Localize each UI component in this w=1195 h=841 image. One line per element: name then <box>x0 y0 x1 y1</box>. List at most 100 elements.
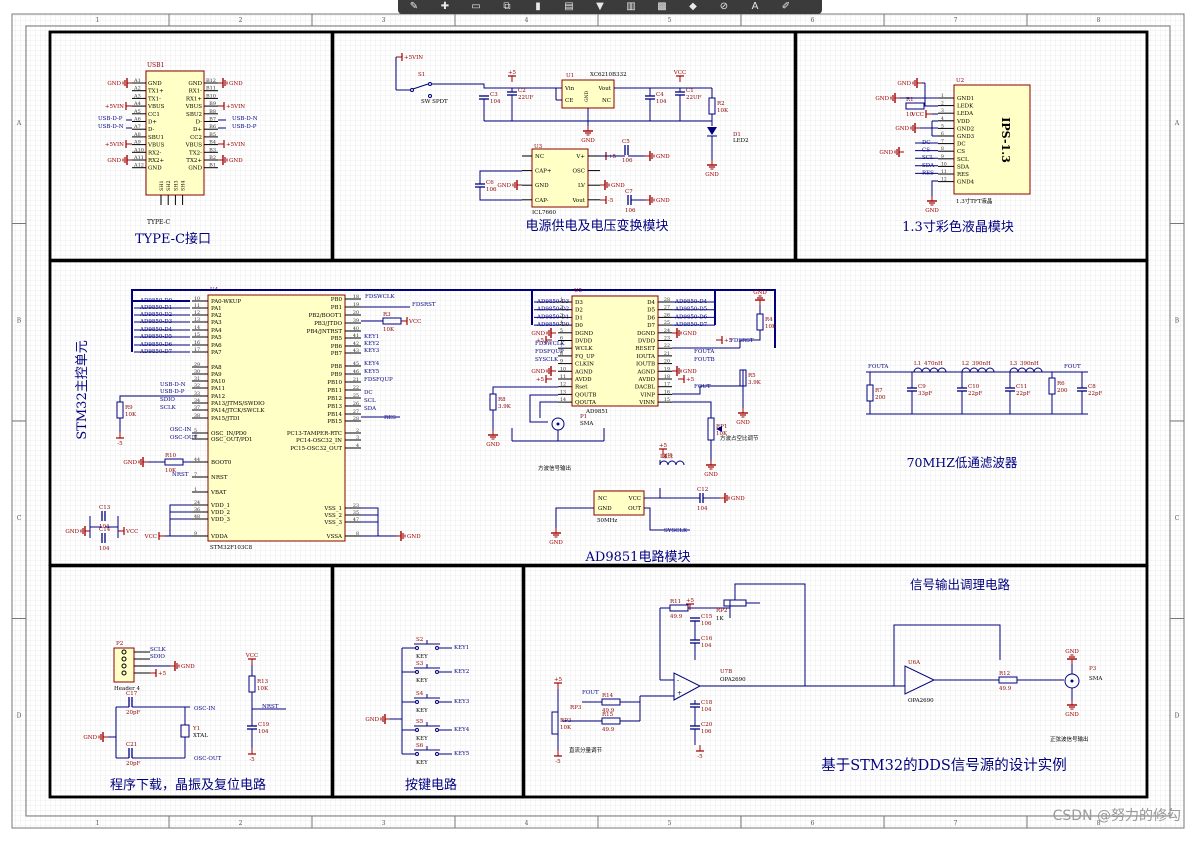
capacitor-ref: C12 <box>697 487 708 493</box>
capacitor-ref: C11 <box>1016 384 1027 390</box>
pin-number: 8 <box>941 146 944 152</box>
ground-label: GND <box>229 81 243 87</box>
pin-number: A1 <box>133 78 141 84</box>
toolbar: ✎ ✚ ▭ ⧉ ▮ ▤ ▼ ▥ ▩ ◆ ⊘ A ✐ <box>398 0 822 14</box>
text-frame-icon[interactable]: ▤ <box>563 1 575 12</box>
pin-name: VBAT <box>210 490 227 496</box>
pin-number: 24 <box>194 500 200 506</box>
copy-icon[interactable]: ⧉ <box>501 1 513 12</box>
part-value-rp2: 1K <box>716 616 724 622</box>
power-label: VCC <box>408 319 421 325</box>
capacitor-value: 104 <box>701 707 712 713</box>
capacitor-value: 104 <box>697 506 708 512</box>
pin-name: CC2 <box>190 135 202 141</box>
resistor-ref: R9 <box>125 405 133 411</box>
ground-label: GND <box>181 664 195 670</box>
resistor-value: 10K <box>765 324 777 330</box>
shape-icon[interactable]: ◆ <box>687 1 699 12</box>
ground-label: GND <box>895 126 909 132</box>
net-label: OSC-OUT <box>170 435 197 441</box>
net-label: USB-D-P <box>160 389 185 395</box>
pin-name: DVDD <box>575 339 593 345</box>
power-label: +5VIN <box>226 104 245 110</box>
power-label: VCC <box>245 653 258 659</box>
ground-label: GND <box>531 369 545 375</box>
net-label: SYSCLK <box>535 357 559 363</box>
capacitor-value: 20pF <box>126 761 141 767</box>
pin-name: PB4/JNTRST <box>307 329 343 335</box>
ground-label: GND <box>107 158 121 164</box>
pin-name: GND <box>148 81 162 87</box>
bar-chart-icon[interactable]: ▮ <box>532 1 544 12</box>
pin-number: 14 <box>194 325 200 331</box>
power-label: VCC <box>144 534 157 540</box>
capacitor-ref: C6 <box>486 180 494 186</box>
stop-icon[interactable]: ⊘ <box>718 1 730 12</box>
pin-name: QOUTA <box>575 400 597 406</box>
net-label: FOUT <box>1064 364 1081 370</box>
p3-note: 正弦波信号输出 <box>1050 735 1089 743</box>
pin-number: 13 <box>194 317 200 323</box>
capacitor-value: 106 <box>701 729 712 735</box>
net-label: FOUTA <box>868 364 889 370</box>
pin-name: V+ <box>575 154 585 160</box>
pencil-icon[interactable]: ✐ <box>780 1 792 12</box>
pin-name: VDD <box>956 119 970 125</box>
pin-number: 16 <box>664 389 670 395</box>
pin-name: TX1+ <box>148 89 164 95</box>
pin-name: PB1 <box>331 305 342 311</box>
capacitor-value: 20pF <box>126 710 141 716</box>
net-label: SYSCLK <box>664 528 688 534</box>
pin-name: FQ_UP <box>575 354 595 360</box>
resistor-value: 10K <box>257 686 269 692</box>
pin-name: VSS_2 <box>323 513 342 519</box>
pin-name: GND <box>535 183 549 189</box>
part-ref-p1: P1 <box>580 414 587 420</box>
section-title-filter: 70MHZ低通滤波器 <box>907 455 1018 470</box>
pin-name: PA13/JTMS/SWDIO <box>211 401 265 407</box>
pin-name: PA7 <box>211 350 222 356</box>
part-ref-usb1: USB1 <box>147 62 164 69</box>
part-ref-u1: U1 <box>566 73 574 79</box>
pin-number: 26 <box>353 401 359 407</box>
plus-icon[interactable]: ✚ <box>439 1 451 12</box>
pin-name: VSS_1 <box>323 506 342 512</box>
pin-number: B6 <box>209 124 216 130</box>
section-title-output: 信号输出调理电路 <box>910 577 1011 592</box>
resistor-value: 200 <box>875 395 886 401</box>
ruler-column-label: 2 <box>239 820 243 827</box>
power-label: +5VIN <box>105 142 124 148</box>
image-icon[interactable]: ▩ <box>656 1 668 12</box>
fill-icon[interactable]: ▼ <box>594 1 606 12</box>
pin-name: TX2- <box>189 150 202 156</box>
net-label: RES <box>384 415 396 421</box>
ruler-row-label: B <box>1175 317 1180 324</box>
pin-name: D4 <box>647 300 655 306</box>
pin-name: D7 <box>647 323 655 329</box>
capacitor-value: 22pF <box>1016 391 1031 397</box>
pin-number: 14 <box>560 397 566 403</box>
capacitor-value: 33pF <box>918 391 933 397</box>
pin-name: GND <box>598 506 612 512</box>
pin-number: 30 <box>194 369 200 375</box>
inductor-value: 470nH <box>924 361 943 367</box>
net-label: FDSFQUP <box>535 349 564 355</box>
capacitor-ref: C17 <box>126 691 138 697</box>
pin-number: 31 <box>194 376 200 382</box>
capacitor-ref: C19 <box>258 722 270 728</box>
pen-icon[interactable]: ✎ <box>408 1 420 12</box>
ruler-column-label: 7 <box>954 820 958 827</box>
select-icon[interactable]: ▭ <box>470 1 482 12</box>
part-type-key: KEY <box>416 654 428 660</box>
pin-name: PA6 <box>211 343 222 349</box>
pin-number: 48 <box>194 514 200 520</box>
resistor-value: 10K <box>383 327 395 333</box>
ground-label: GND <box>879 150 893 156</box>
pin-name: GND3 <box>957 134 975 140</box>
text-icon[interactable]: A <box>749 1 761 12</box>
pin-name: VBUS <box>147 143 165 149</box>
chart-icon[interactable]: ▥ <box>625 1 637 12</box>
pin-name: D+ <box>148 120 157 126</box>
ground-label: GND <box>704 472 718 478</box>
power-label: +5 <box>508 70 517 76</box>
